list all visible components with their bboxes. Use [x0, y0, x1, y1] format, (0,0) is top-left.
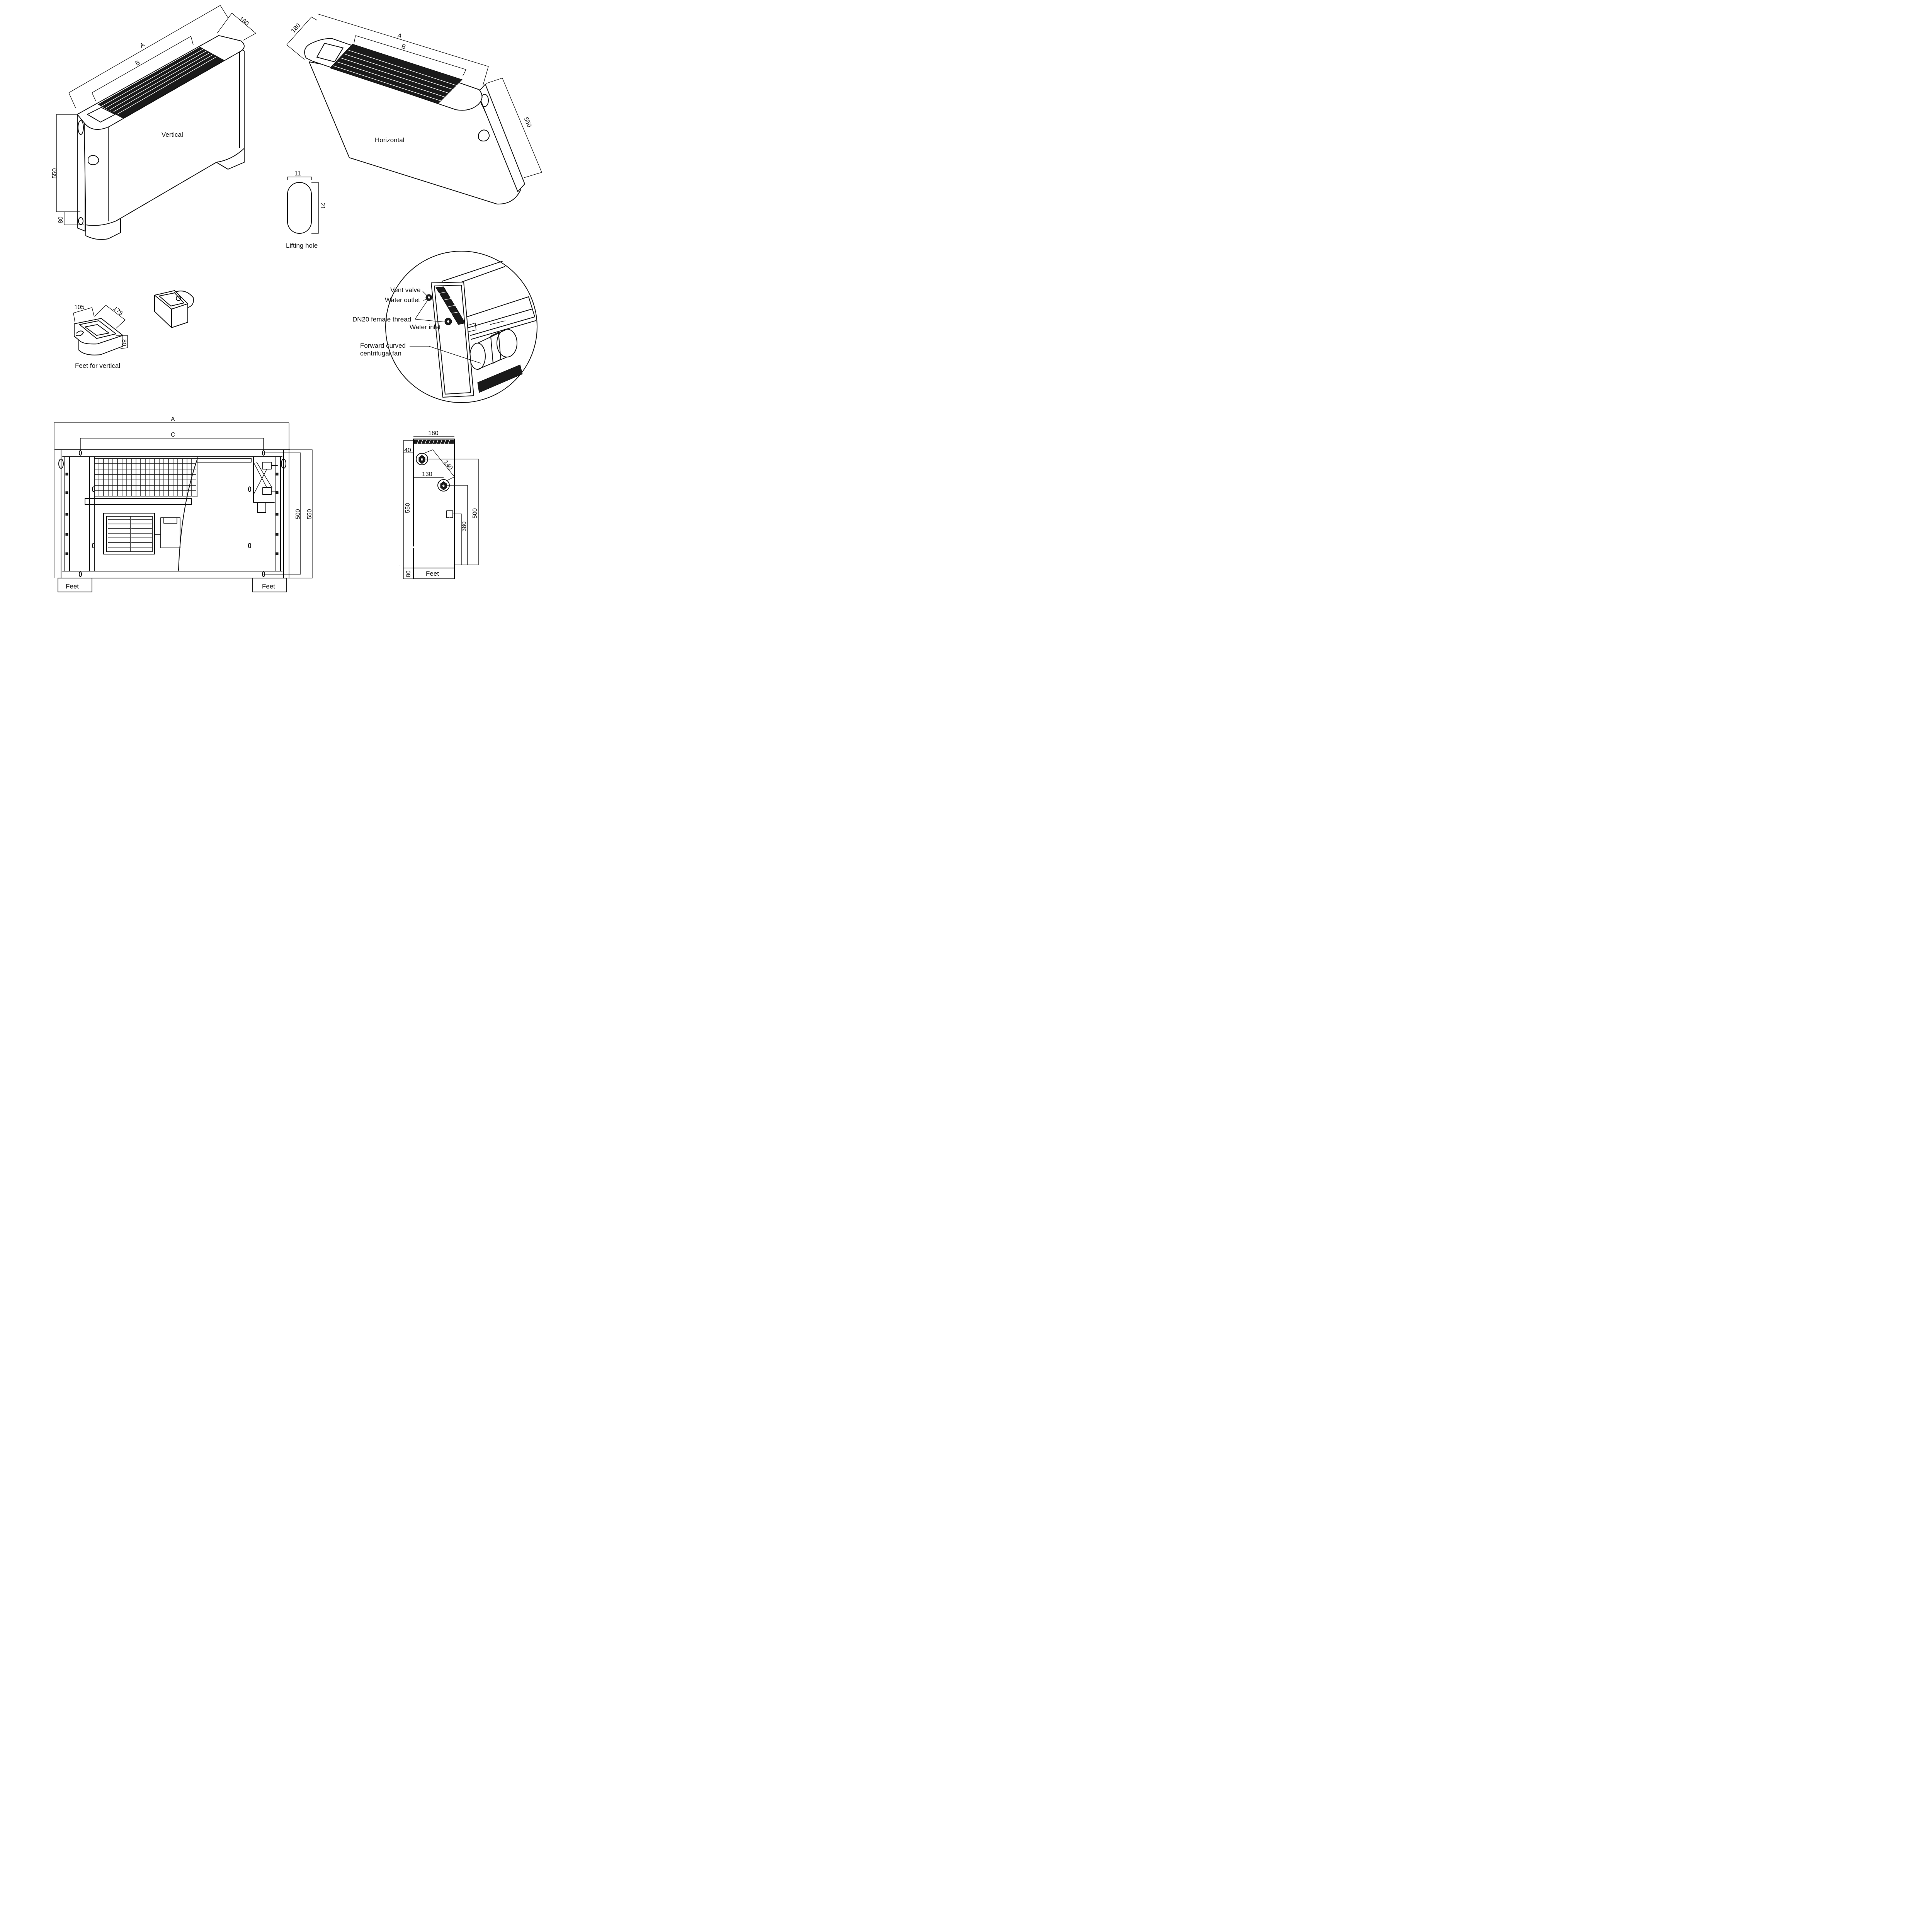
horizontal-unit-view: A B 180 550 Horizontal [286, 14, 542, 205]
side-feet-label: Feet [426, 570, 439, 577]
side-dim-diag: 140 [442, 459, 454, 471]
vertical-dim-height: 550 [51, 168, 58, 179]
vertical-unit-view: A B 180 550 80 Vertical [51, 5, 257, 240]
side-dim-top: 40 [404, 447, 411, 454]
side-dim-offset: 130 [422, 471, 432, 478]
feet-label: Feet for vertical [75, 362, 120, 369]
horizontal-dim-a: A [397, 32, 403, 40]
callout-fan-line2: centrifugal fan [360, 350, 401, 357]
callout-fan-line1: Forward curved [360, 342, 406, 349]
vertical-dim-feet: 80 [58, 216, 64, 223]
lifting-hole-view: 11 21 Lifting hole [286, 170, 326, 249]
callout-thread: DN20 female thread [352, 316, 411, 323]
lifting-hole-label: Lifting hole [286, 242, 318, 249]
callout-water-outlet: Water outlet [385, 296, 420, 304]
lifting-hole-height: 21 [319, 202, 326, 209]
front-dim-c: C [171, 432, 175, 438]
horizontal-dim-height: 550 [522, 116, 532, 128]
side-dim-380: 380 [461, 521, 468, 532]
vertical-dim-b: B [134, 59, 141, 67]
side-dim-550: 550 [405, 503, 411, 513]
coil-fins [95, 459, 196, 496]
front-feet-left: Feet [66, 583, 79, 590]
front-feet-right: Feet [262, 583, 275, 590]
feet-dim-depth: 175 [112, 305, 124, 317]
detail-magnified-view: Vent valve Water outlet DN20 female thre… [352, 251, 537, 403]
side-dim-width: 180 [428, 430, 439, 437]
rail-rivets [65, 473, 279, 555]
vertical-dim-a: A [139, 41, 146, 49]
vertical-label: Vertical [162, 131, 183, 138]
side-dim-500: 500 [472, 508, 478, 519]
horizontal-dim-b: B [401, 43, 406, 51]
feet-vertical-view: 105 175 80 Feet for vertical [73, 290, 194, 369]
front-elevation-view: A C [54, 416, 313, 592]
horizontal-label: Horizontal [375, 136, 405, 144]
front-dim-550: 550 [306, 509, 313, 519]
horizontal-dim-depth: 180 [290, 22, 302, 34]
blower-wheel [108, 516, 152, 552]
callout-vent-valve: Vent valve [390, 286, 420, 294]
front-dim-500: 500 [295, 509, 301, 519]
side-elevation-view: 180 140 40 130 [399, 430, 479, 579]
feet-dim-height: 80 [121, 339, 127, 346]
front-dim-a: A [171, 416, 175, 423]
lifting-hole-width: 11 [294, 170, 301, 177]
technical-drawing: A B 180 550 80 Vertical A [51, 5, 542, 592]
feet-dim-width: 105 [74, 304, 85, 311]
side-dim-feet: 80 [405, 570, 412, 577]
vertical-dim-depth: 180 [238, 15, 250, 27]
callout-water-inlet: Water inlet [410, 323, 441, 331]
